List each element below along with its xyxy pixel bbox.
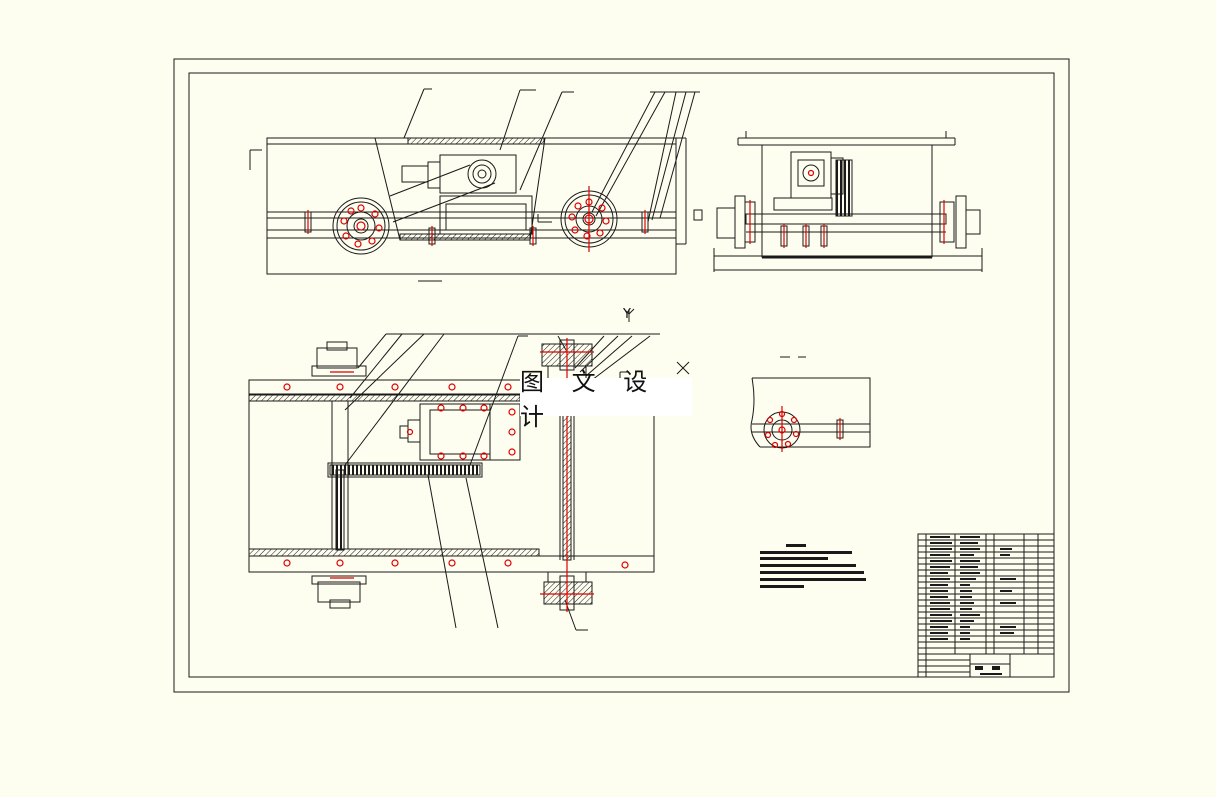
front-view <box>249 88 703 282</box>
side-view <box>713 131 983 272</box>
top-view-holes <box>283 383 629 569</box>
watermark-text: 图 文 设 计 <box>520 368 658 431</box>
top-view <box>248 308 690 631</box>
inner-border <box>188 72 1055 678</box>
outer-border <box>173 58 1070 693</box>
parts-list <box>917 533 1055 678</box>
detail-view <box>750 356 871 449</box>
technical-notes <box>760 544 866 588</box>
y-axis-label: Y <box>622 307 631 322</box>
parts-list-text <box>930 536 1016 675</box>
watermark: 图 文 设 计 <box>520 368 692 431</box>
left-wheel-holes <box>340 204 383 248</box>
